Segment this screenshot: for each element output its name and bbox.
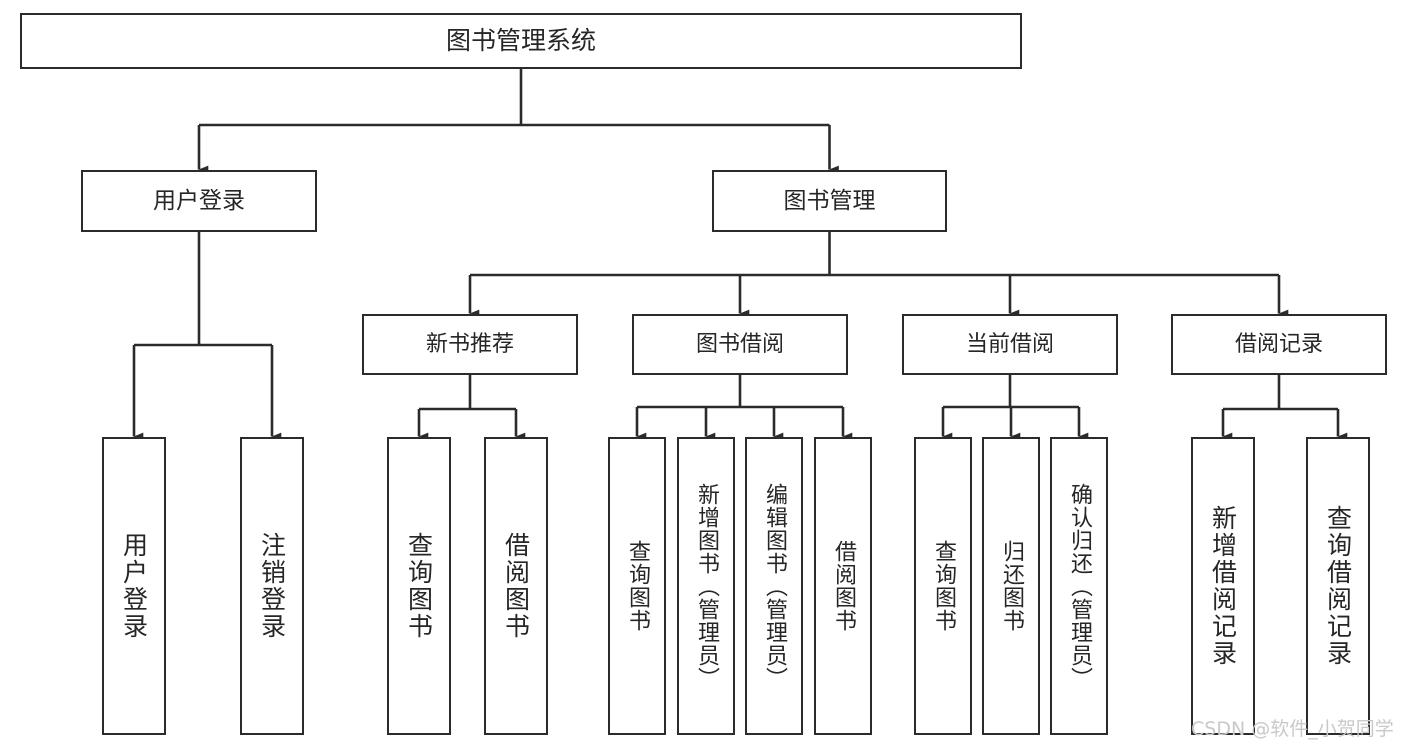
node-current-borrow[interactable]: 当前借阅 — [902, 314, 1118, 375]
leaf-borrow-book[interactable]: 借阅图书 — [814, 437, 872, 735]
leaf-query-borrow-record-label: 查询借阅记录 — [1323, 505, 1353, 667]
leaf-user-logout-label: 注销登录 — [257, 532, 287, 640]
leaf-borrow-book-recommend-label: 借阅图书 — [501, 532, 531, 640]
node-user-login-label: 用户登录 — [153, 187, 245, 214]
leaf-confirm-return[interactable]: 确认归还（管理员） — [1050, 437, 1108, 735]
leaf-return-book-label: 归还图书 — [999, 540, 1024, 632]
leaf-user-login-label: 用户登录 — [119, 532, 149, 640]
leaf-query-book-current-label: 查询图书 — [931, 540, 956, 632]
node-current-borrow-label: 当前借阅 — [965, 331, 1054, 357]
leaf-user-login[interactable]: 用户登录 — [102, 437, 166, 735]
node-root[interactable]: 图书管理系统 — [20, 13, 1022, 69]
leaf-edit-book[interactable]: 编辑图书（管理员） — [745, 437, 803, 735]
node-book-borrow[interactable]: 图书借阅 — [632, 314, 848, 375]
leaf-borrow-book-recommend[interactable]: 借阅图书 — [484, 437, 548, 735]
leaf-user-logout[interactable]: 注销登录 — [240, 437, 304, 735]
node-root-label: 图书管理系统 — [445, 25, 596, 55]
leaf-query-book-borrow-label: 查询图书 — [625, 540, 650, 632]
node-book-borrow-label: 图书借阅 — [695, 331, 784, 357]
node-new-book-recommend[interactable]: 新书推荐 — [362, 314, 578, 375]
leaf-edit-book-label: 编辑图书（管理员） — [762, 482, 787, 690]
leaf-query-book-borrow[interactable]: 查询图书 — [608, 437, 666, 735]
leaf-add-borrow-record-label: 新增借阅记录 — [1208, 505, 1238, 667]
csdn-watermark: CSDN @软件_小贺同学 — [1191, 718, 1394, 740]
leaf-query-book-recommend[interactable]: 查询图书 — [387, 437, 451, 735]
leaf-borrow-book-label: 借阅图书 — [831, 540, 856, 632]
leaf-return-book[interactable]: 归还图书 — [982, 437, 1040, 735]
node-borrow-record-label: 借阅记录 — [1234, 331, 1323, 357]
node-book-manage-label: 图书管理 — [783, 187, 876, 214]
node-new-book-recommend-label: 新书推荐 — [425, 331, 514, 357]
leaf-confirm-return-label: 确认归还（管理员） — [1067, 482, 1092, 690]
leaf-add-book-label: 新增图书（管理员） — [694, 482, 719, 690]
leaf-add-book[interactable]: 新增图书（管理员） — [677, 437, 735, 735]
leaf-query-book-current[interactable]: 查询图书 — [914, 437, 972, 735]
leaf-add-borrow-record[interactable]: 新增借阅记录 — [1191, 437, 1255, 735]
leaf-query-borrow-record[interactable]: 查询借阅记录 — [1306, 437, 1370, 735]
node-book-manage[interactable]: 图书管理 — [712, 170, 947, 232]
node-user-login[interactable]: 用户登录 — [81, 170, 317, 232]
node-borrow-record[interactable]: 借阅记录 — [1171, 314, 1387, 375]
leaf-query-book-recommend-label: 查询图书 — [404, 532, 434, 640]
